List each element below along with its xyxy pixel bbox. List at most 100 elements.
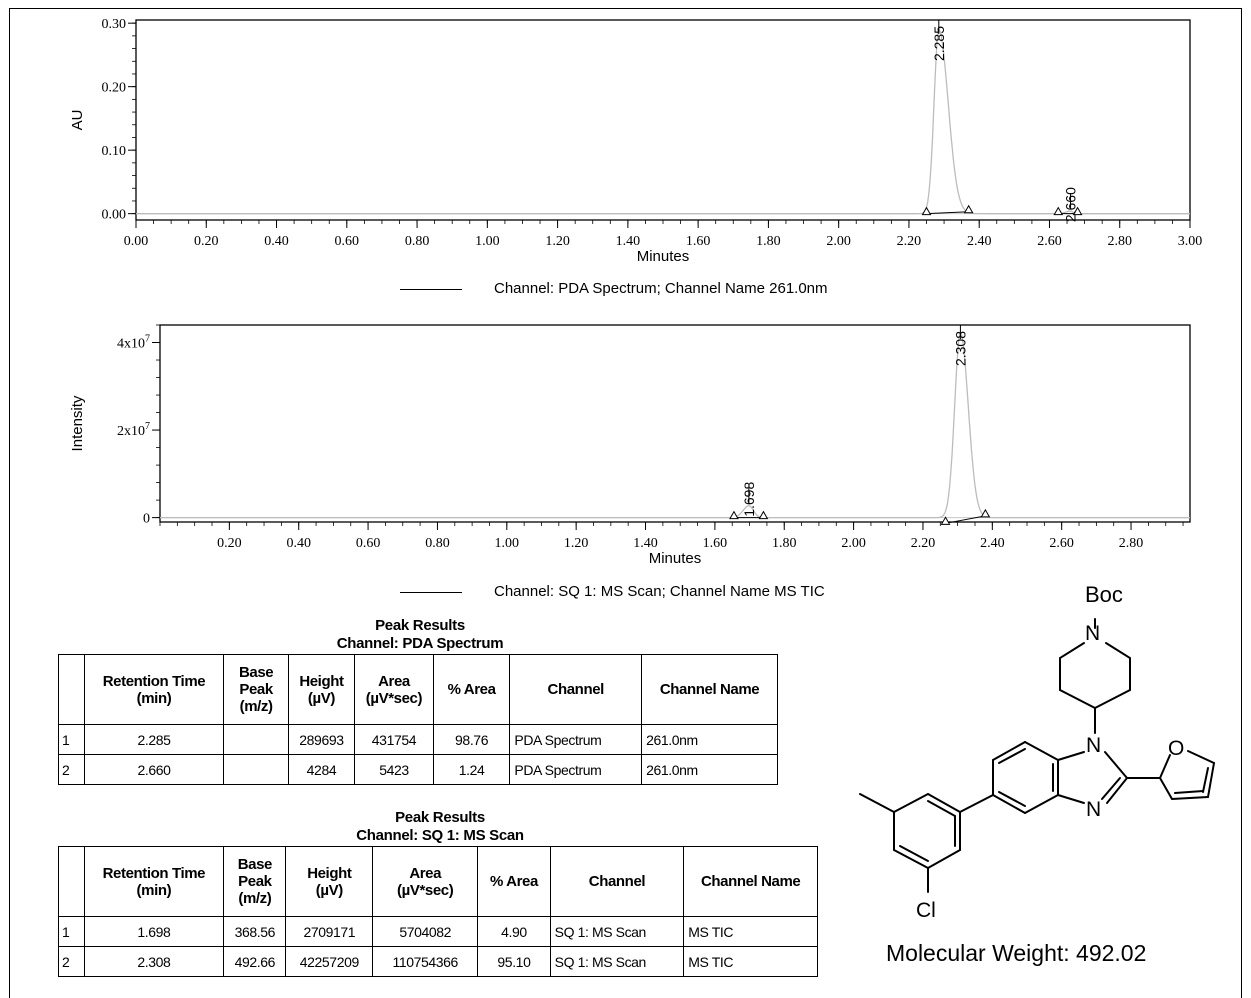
peak-rt-label: 1.698 <box>741 482 757 517</box>
table-cell: 42257209 <box>285 946 374 977</box>
col-retention-time: Retention Time(min) <box>83 846 225 917</box>
pda-legend-line <box>400 288 462 290</box>
peak-marker <box>921 206 932 216</box>
table-cell: 2.285 <box>83 724 225 755</box>
x-tick-label: 1.20 <box>545 234 570 249</box>
table-cell: 1.698 <box>83 916 225 947</box>
col-area: Area(µV*sec) <box>372 846 479 917</box>
col-index <box>58 654 85 725</box>
atom-n-piperidine: N <box>1085 622 1100 645</box>
table-cell: 110754366 <box>372 946 479 977</box>
col-channel: Channel <box>549 846 685 917</box>
table-cell: PDA Spectrum <box>509 754 643 785</box>
atom-n3-imidazole: N <box>1086 798 1101 821</box>
y-tick-label: 0 <box>143 512 150 527</box>
col-pct-area: % Area <box>432 654 511 725</box>
x-tick-label: 1.80 <box>772 536 797 551</box>
y-tick-label: 0.10 <box>102 144 127 159</box>
x-axis-label: Minutes <box>637 248 690 265</box>
ms-table-title-2: Channel: SQ 1: MS Scan <box>356 827 524 844</box>
x-tick-label: 1.00 <box>495 536 520 551</box>
x-tick-label: 2.40 <box>980 536 1005 551</box>
x-tick-label: 2.40 <box>967 234 992 249</box>
x-tick-label: 1.80 <box>756 234 781 249</box>
table-cell: 492.66 <box>223 946 287 977</box>
ms-table-title-1: Peak Results <box>395 809 485 826</box>
x-tick-label: 1.00 <box>475 234 500 249</box>
signal-trace <box>136 28 1190 215</box>
table-cell: 95.10 <box>477 946 551 977</box>
ms-legend: Channel: SQ 1: MS Scan; Channel Name MS … <box>400 583 825 600</box>
pda-legend-text: Channel: PDA Spectrum; Channel Name 261.… <box>494 280 828 297</box>
pda-legend: Channel: PDA Spectrum; Channel Name 261.… <box>400 280 828 297</box>
pda-table-title-1: Peak Results <box>375 617 465 634</box>
table-cell: 2 <box>58 754 85 785</box>
x-tick-label: 0.40 <box>264 234 289 249</box>
x-tick-label: 1.20 <box>564 536 589 551</box>
x-tick-label: 0.60 <box>356 536 381 551</box>
table-cell: 289693 <box>287 724 356 755</box>
table-cell: 4284 <box>287 754 356 785</box>
peak-baseline <box>926 211 969 215</box>
table-cell: 2.660 <box>83 754 225 785</box>
col-channel-name: Channel Name <box>641 654 778 725</box>
peak-marker <box>1072 206 1083 216</box>
x-tick-label: 2.80 <box>1107 234 1132 249</box>
peak-marker <box>940 516 951 525</box>
atom-o-furan: O <box>1168 737 1184 760</box>
x-tick-label: 2.20 <box>911 536 936 551</box>
col-area: Area(µV*sec) <box>354 654 434 725</box>
y-tick-label: 0.30 <box>102 17 127 32</box>
report-frame <box>9 8 1242 998</box>
peak-rt-label: 2.660 <box>1063 187 1079 222</box>
col-retention-time: Retention Time(min) <box>83 654 225 725</box>
table-cell: 5704082 <box>372 916 479 947</box>
x-tick-label: 1.60 <box>686 234 711 249</box>
ms-legend-line <box>400 591 462 593</box>
boc-label: Boc <box>1085 582 1123 607</box>
col-height: Height(µV) <box>287 654 356 725</box>
table-cell: 2.308 <box>83 946 225 977</box>
table-cell: 261.0nm <box>641 754 778 785</box>
peak-marker <box>1053 206 1064 216</box>
peak-baseline <box>945 515 986 524</box>
x-tick-label: 1.40 <box>616 234 641 249</box>
x-tick-label: 0.20 <box>194 234 219 249</box>
peak-marker <box>963 204 974 214</box>
table-cell: 4.90 <box>477 916 551 947</box>
x-tick-label: 0.80 <box>405 234 430 249</box>
col-channel: Channel <box>509 654 643 725</box>
chemical-structure: N N N O Cl <box>859 618 1215 920</box>
pda-table-title-2: Channel: PDA Spectrum <box>336 635 504 652</box>
x-tick-label: 2.60 <box>1049 536 1074 551</box>
peak-marker <box>758 510 769 520</box>
col-pct-area: % Area <box>477 846 551 917</box>
x-tick-label: 1.60 <box>703 536 728 551</box>
x-axis-label: Minutes <box>649 550 702 567</box>
col-index <box>58 846 85 917</box>
peak-marker <box>729 510 739 520</box>
plot-frame <box>159 324 1191 523</box>
table-cell: MS TIC <box>683 946 818 977</box>
table-cell: 368.56 <box>223 916 287 947</box>
x-tick-label: 1.40 <box>633 536 658 551</box>
x-tick-label: 0.60 <box>335 234 360 249</box>
col-height: Height(µV) <box>285 846 374 917</box>
ms-legend-text: Channel: SQ 1: MS Scan; Channel Name MS … <box>494 583 825 600</box>
x-tick-label: 0.40 <box>286 536 311 551</box>
x-tick-label: 2.20 <box>897 234 922 249</box>
x-tick-label: 3.00 <box>1178 234 1203 249</box>
x-tick-label: 2.80 <box>1119 536 1144 551</box>
x-tick-label: 0.80 <box>425 536 450 551</box>
pda-table-title: Peak Results Channel: PDA Spectrum <box>300 617 540 653</box>
